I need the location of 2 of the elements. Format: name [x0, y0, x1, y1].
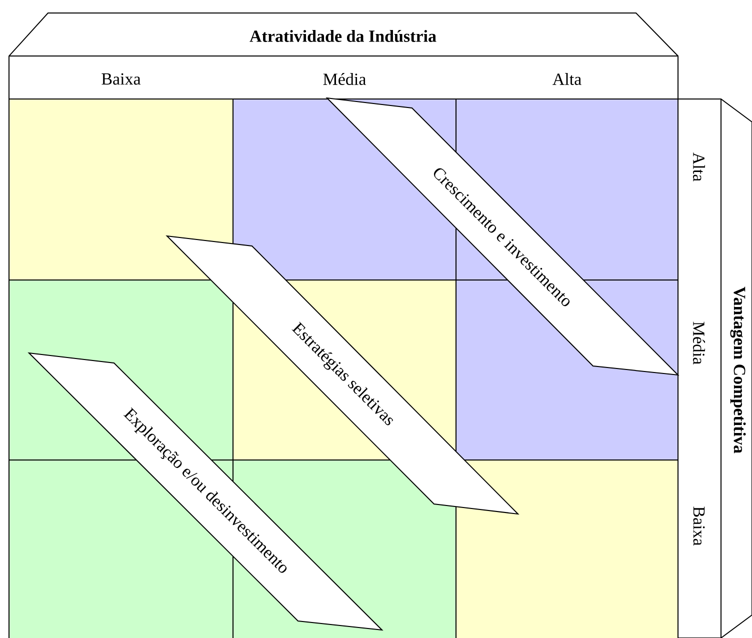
- header-band: Atratividade da Indústria Baixa Média Alta: [8, 12, 678, 100]
- side-band: Vantagem Competitiva Alta Média Baixa: [678, 98, 752, 638]
